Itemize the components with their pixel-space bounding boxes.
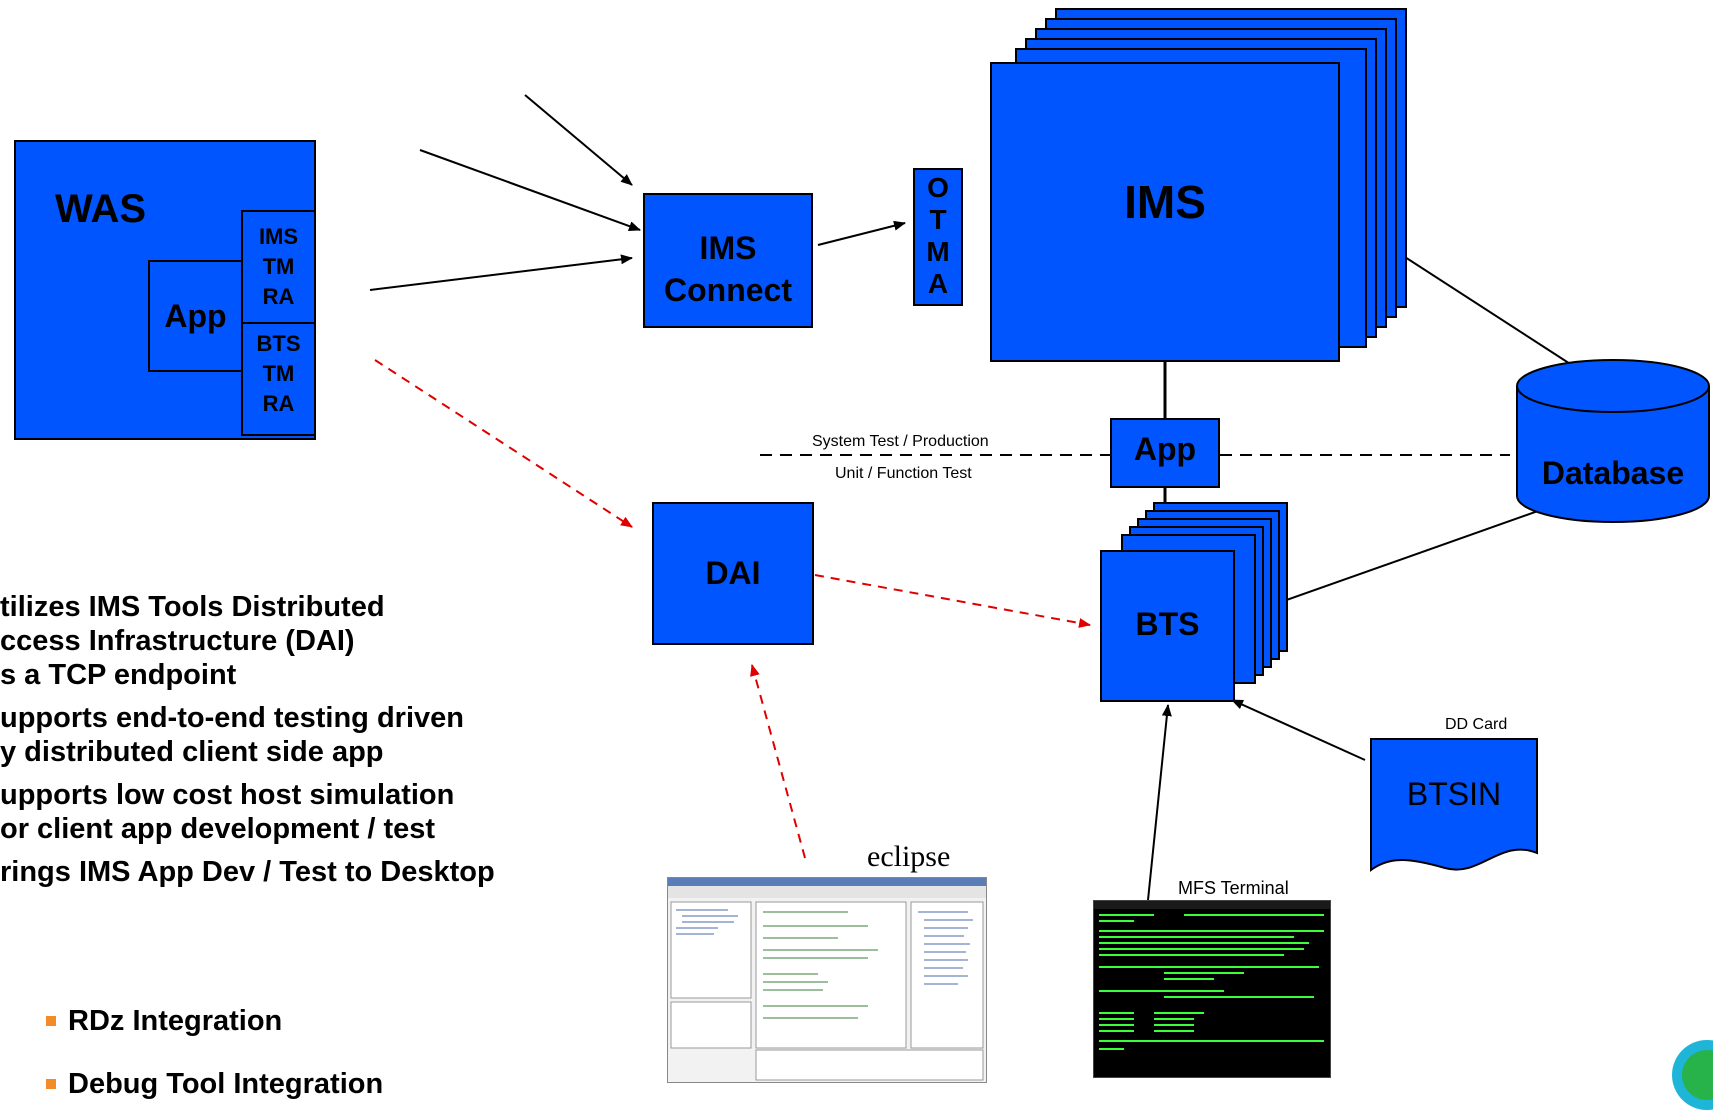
arrow-btsin-to-bts	[1231, 699, 1366, 761]
bts-tm-ra-line-3: RA	[262, 391, 295, 416]
bts-tm-ra-label: BTS TM RA	[241, 329, 316, 419]
bullet-1: tilizes IMS Tools Distributed ccess Infr…	[0, 590, 495, 692]
bullet-3-line-1: upports low cost host simulation	[0, 779, 455, 811]
app-label-was: App	[164, 298, 227, 334]
otma-letter-m: M	[926, 236, 950, 267]
otma-label: O T M A	[913, 172, 963, 300]
arrow-connect-to-otma	[817, 220, 906, 246]
ims-connect-box	[643, 193, 813, 328]
bullet-1-line-3: s a TCP endpoint	[0, 659, 237, 691]
system-test-caption: System Test / Production	[812, 433, 989, 450]
eclipse-screenshot	[667, 877, 987, 1083]
bullet-2-line-2: y distributed client side app	[0, 736, 384, 768]
bts-tm-ra-line-2: TM	[262, 361, 295, 386]
otma-letter-a: A	[927, 268, 949, 299]
eclipse-window-thumbnail	[668, 878, 986, 1081]
ims-box	[990, 62, 1340, 362]
bullet-1-line-2: ccess Infrastructure (DAI)	[0, 625, 355, 657]
otma-box	[913, 168, 963, 306]
bullet-3: upports low cost host simulation or clie…	[0, 778, 495, 846]
ims-tm-ra-box	[241, 210, 316, 324]
bullet-4: rings IMS App Dev / Test to Desktop	[0, 855, 495, 889]
corner-logo-inner	[1682, 1050, 1713, 1100]
arrow-was-to-dai	[374, 359, 633, 528]
bullet-2-line-1: upports end-to-end testing driven	[0, 702, 464, 734]
terminal-text-lines	[1094, 901, 1330, 1050]
unit-test-caption: Unit / Function Test	[835, 465, 972, 482]
arrow-in-2	[419, 149, 641, 231]
ims-tm-ra-line-2: TM	[262, 254, 295, 279]
app-label-mid: App	[1133, 431, 1197, 467]
bullet-1-line-1: tilizes IMS Tools Distributed	[0, 591, 385, 623]
eclipse-caption: eclipse	[867, 840, 951, 873]
bts-tm-ra-line-1: BTS	[256, 331, 301, 356]
dai-box	[652, 502, 814, 645]
arrow-eclipse-to-dai	[750, 664, 806, 859]
dd-card-caption: DD Card	[1445, 716, 1508, 733]
otma-letter-o: O	[927, 172, 949, 203]
otma-letter-t: T	[929, 204, 947, 235]
arrow-was-to-connect	[369, 254, 633, 291]
arrow-mfs-to-bts	[1147, 704, 1172, 901]
bullet-2: upports end-to-end testing driven y dist…	[0, 701, 495, 769]
bullet-list: tilizes IMS Tools Distributed ccess Infr…	[0, 590, 495, 898]
ims-tm-ra-line-3: RA	[262, 284, 295, 309]
btsin-label: BTSIN	[1406, 776, 1502, 812]
bullet-4-line-1: rings IMS App Dev / Test to Desktop	[0, 856, 495, 888]
ims-tm-ra-line-1: IMS	[258, 224, 299, 249]
ims-label: IMS	[1124, 176, 1206, 228]
bts-tm-ra-box	[241, 322, 316, 436]
database-label: Database	[1541, 455, 1685, 491]
sub-bullet-debug-tool: Debug Tool Integration	[45, 1068, 384, 1100]
arrow-dai-to-bts	[814, 574, 1091, 628]
mfs-terminal-screenshot	[1093, 900, 1331, 1078]
ims-connect-label: IMS Connect	[643, 227, 813, 311]
bullet-3-line-2: or client app development / test	[0, 813, 436, 845]
mfs-terminal-caption: MFS Terminal	[1178, 878, 1289, 898]
was-label: WAS	[55, 187, 147, 231]
dai-label: DAI	[705, 555, 761, 591]
ims-connect-line-1: IMS	[699, 230, 757, 266]
bts-box	[1100, 550, 1235, 702]
ims-tm-ra-label: IMS TM RA	[241, 222, 316, 312]
app-box-mid	[1110, 418, 1220, 488]
arrow-in-1	[524, 94, 633, 186]
database-cylinder	[1516, 359, 1710, 523]
sub-bullet-rdz: RDz Integration	[45, 1005, 283, 1037]
app-box-was	[148, 260, 243, 372]
bts-label: BTS	[1135, 606, 1200, 642]
ims-connect-line-2: Connect	[664, 272, 792, 308]
btsin-document	[1370, 738, 1538, 872]
